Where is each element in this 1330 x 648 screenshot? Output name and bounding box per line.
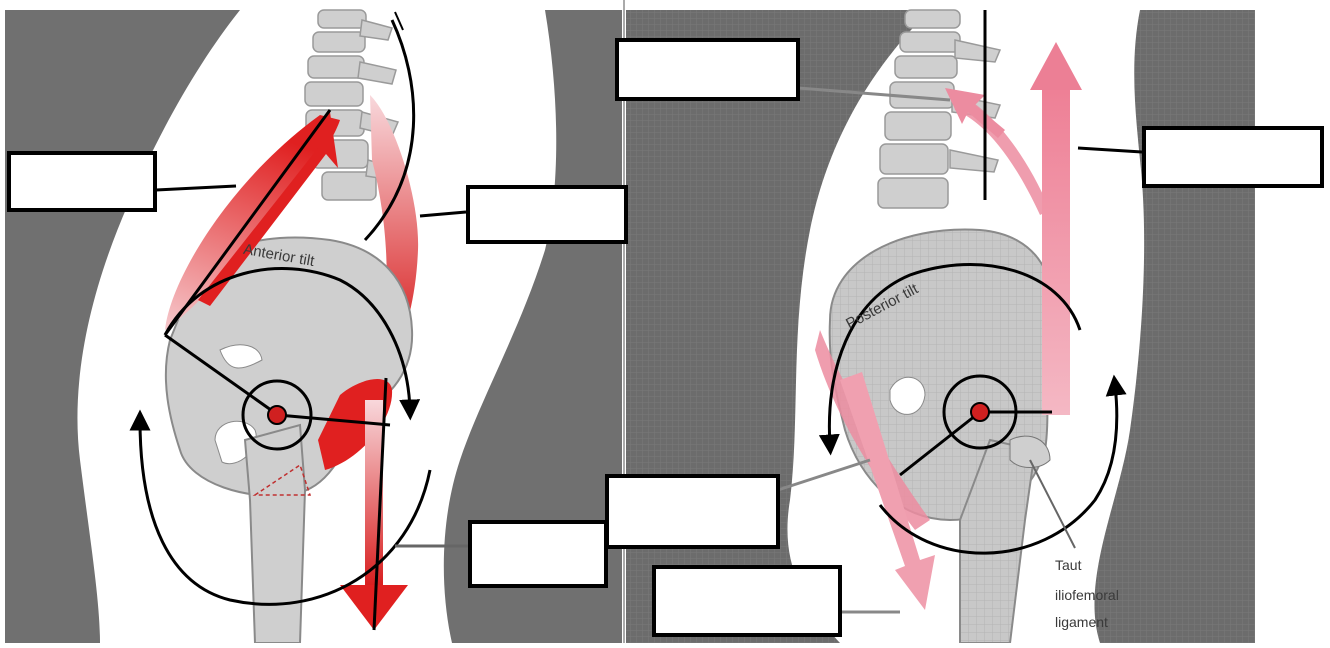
ligament-label-line2: iliofemoral <box>1055 587 1119 603</box>
right-hip-center <box>971 403 989 421</box>
label-box-4[interactable] <box>615 38 800 101</box>
right-background-front <box>1094 10 1255 643</box>
label-box-5[interactable] <box>1142 126 1324 188</box>
label-box-1[interactable] <box>7 151 157 212</box>
label-box-2[interactable] <box>466 185 628 244</box>
left-hip-center <box>268 406 286 424</box>
label-box-6[interactable] <box>605 474 780 549</box>
ligament-label-line1: Taut <box>1055 557 1082 573</box>
label-box-7[interactable] <box>652 565 842 637</box>
right-up-arrow-head <box>1030 42 1082 90</box>
label-box-3[interactable] <box>468 520 608 588</box>
ligament-label-line3: ligament <box>1055 614 1108 630</box>
left-femur <box>245 425 305 643</box>
right-obturator-hole <box>890 377 925 414</box>
right-up-arrow-shaft <box>1042 85 1070 415</box>
